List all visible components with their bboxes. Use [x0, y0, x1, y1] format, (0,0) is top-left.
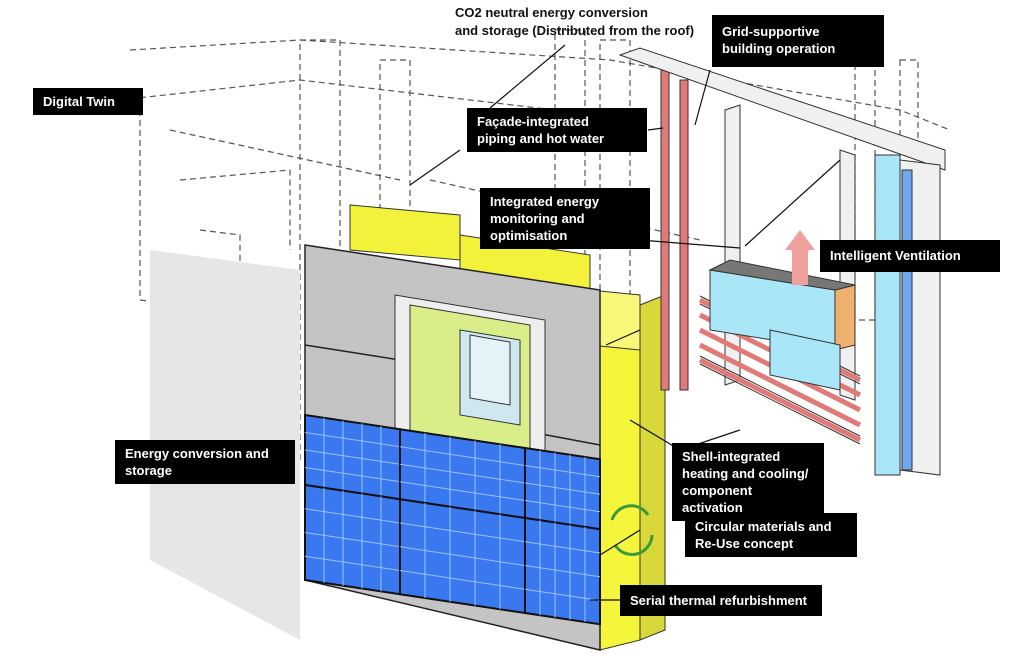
- pv-cell-line: [524, 541, 601, 554]
- label-text: Shell-integrated: [682, 449, 781, 464]
- pv-cell-line: [524, 588, 601, 601]
- label-facade-piping: Façade-integrated piping and hot water: [467, 108, 647, 152]
- label-serial-refurbishment: Serial thermal refurbishment: [620, 585, 822, 616]
- window-frame: [618, 47, 946, 476]
- label-text: monitoring and: [490, 211, 585, 226]
- circular-arrows-icon: [610, 504, 654, 556]
- pv-cell-line: [524, 565, 601, 578]
- pv-cell-line: [304, 508, 401, 524]
- label-text: Intelligent Ventilation: [830, 248, 961, 263]
- label-text: Serial thermal refurbishment: [630, 593, 807, 608]
- label-text: piping and hot water: [477, 131, 605, 146]
- label-text: optimisation: [490, 228, 568, 243]
- insulation-layer: [349, 204, 666, 651]
- label-intelligent-ventilation: Intelligent Ventilation: [820, 240, 1000, 272]
- pv-cell-line: [399, 570, 526, 590]
- pv-cell-line: [304, 555, 401, 571]
- label-circular-materials: Circular materials and Re-Use concept: [685, 513, 857, 557]
- label-text: Façade-integrated: [477, 114, 589, 129]
- pv-cell-line: [399, 446, 526, 466]
- pv-cell-line: [304, 432, 401, 448]
- label-energy-monitoring: Integrated energy monitoring and optimis…: [480, 188, 650, 249]
- label-text: building operation: [722, 41, 836, 56]
- label-text: Energy conversion and: [125, 446, 269, 461]
- label-text: Integrated energy: [490, 194, 600, 209]
- pv-cell-line: [304, 532, 401, 548]
- ventilation-unit: [708, 230, 856, 391]
- pv-cell-line: [524, 500, 601, 513]
- caption-line: CO2 neutral energy conversion: [455, 5, 648, 20]
- label-text: Circular materials and: [695, 519, 832, 534]
- label-text: Digital Twin: [43, 94, 115, 109]
- label-grid-supportive: Grid-supportive building operation: [712, 15, 884, 67]
- pv-cell-line: [399, 463, 526, 484]
- label-text: Re-Use concept: [695, 536, 794, 551]
- label-shell-integrated: Shell-integrated heating and cooling/ co…: [672, 443, 824, 521]
- pv-cell-line: [399, 546, 526, 566]
- label-energy-conversion: Energy conversion and storage: [115, 440, 295, 484]
- label-digital-twin: Digital Twin: [33, 88, 143, 115]
- pv-cell-line: [399, 481, 526, 501]
- pv-cell-line: [524, 482, 601, 495]
- label-text: storage: [125, 463, 172, 478]
- label-text: component activation: [682, 483, 753, 515]
- caption-line: and storage (Distributed from the roof): [455, 23, 695, 38]
- pv-cell-line: [399, 522, 526, 543]
- facade-pipes: [660, 69, 689, 391]
- pv-cell-line: [304, 449, 401, 465]
- label-text: Grid-supportive: [722, 24, 820, 39]
- pointer-arrows: [409, 44, 841, 601]
- pv-cell-line: [524, 465, 601, 478]
- label-text: heating and cooling/: [682, 466, 809, 481]
- co2-neutral-caption: CO2 neutral energy conversion and storag…: [455, 4, 694, 40]
- pv-panels: [304, 413, 601, 626]
- pv-cell-line: [304, 467, 401, 483]
